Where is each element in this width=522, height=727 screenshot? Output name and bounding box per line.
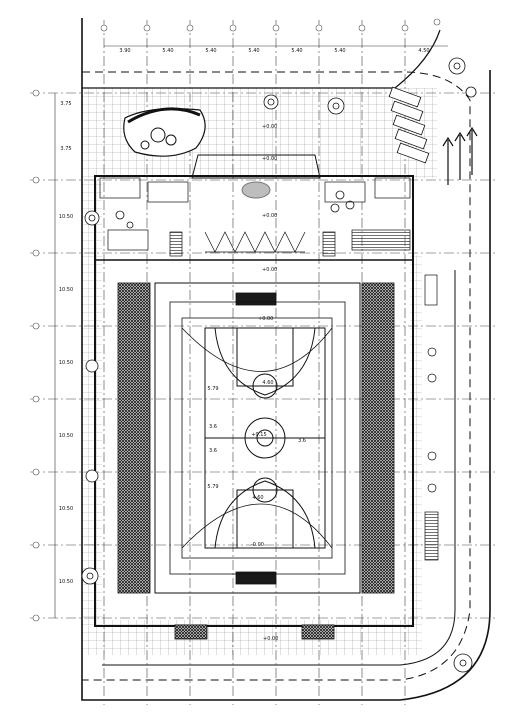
dimension-labels: 3.90 5.40 5.40 5.40 5.40 5.40 4.50 3.75 … — [54, 45, 448, 618]
dim-left-5: 10.50 — [59, 360, 73, 366]
court-center-label: +0.15 — [251, 432, 266, 438]
dim-left-8: 10.50 — [59, 579, 73, 585]
dim-top-5: 5.40 — [291, 48, 302, 54]
court-left-bot: 5.79 — [207, 484, 218, 490]
court-left-mid-2: 3.6 — [209, 448, 217, 454]
dim-left-1: 3.75 — [60, 101, 71, 107]
dim-left-3: 10.50 — [59, 214, 73, 220]
key-bot-label: 4.60 — [252, 495, 263, 501]
garden-bed — [123, 107, 206, 157]
elev-south: +0.00 — [263, 636, 278, 642]
elevation-markers: +0.00 +0.00 +0.00 +0.00 +0.00 -0.00 +0.0… — [251, 124, 278, 642]
entry-canopy — [191, 154, 321, 199]
grid-bubbles — [32, 18, 441, 622]
dim-top-6: 5.40 — [334, 48, 345, 54]
building-walls — [94, 175, 414, 627]
dim-top-2: 5.40 — [162, 48, 173, 54]
basketball-court — [181, 327, 333, 549]
dim-left-4: 10.50 — [59, 287, 73, 293]
elev-lobby-1: +0.00 — [262, 156, 277, 162]
dim-top-3: 5.40 — [205, 48, 216, 54]
dim-left-2: 3.75 — [60, 146, 71, 152]
court-right-mid: 3.6 — [298, 438, 306, 444]
dim-top-7: 4.50 — [418, 48, 429, 54]
elev-lobby-2: +0.00 — [262, 213, 277, 219]
arena-bounds — [154, 282, 361, 594]
stair-icon — [424, 274, 439, 561]
arrow-icon — [442, 126, 478, 185]
shrub-icon — [427, 295, 437, 493]
dim-top-1: 3.90 — [119, 48, 130, 54]
elev-plaza: +0.00 — [262, 124, 277, 130]
dim-top-4: 5.40 — [248, 48, 259, 54]
elev-court-top: +0.00 — [258, 316, 273, 322]
court-left-top: 5.79 — [207, 386, 218, 392]
dim-left-6: 10.50 — [59, 433, 73, 439]
court-labels: +0.15 5.79 3.6 3.6 3.6 5.79 4.60 4.60 — [207, 380, 306, 501]
lobby-furniture — [107, 181, 411, 257]
table-icon — [115, 190, 355, 229]
elev-court-bottom: -0.00 — [251, 542, 264, 548]
court-left-mid-1: 3.6 — [209, 424, 217, 430]
entry-steps — [388, 86, 430, 164]
elev-entry: +0.00 — [262, 267, 277, 273]
key-top-label: 4.60 — [262, 380, 273, 386]
dim-left-7: 10.50 — [59, 506, 73, 512]
bleachers — [117, 282, 395, 640]
tree-icon — [81, 57, 477, 673]
